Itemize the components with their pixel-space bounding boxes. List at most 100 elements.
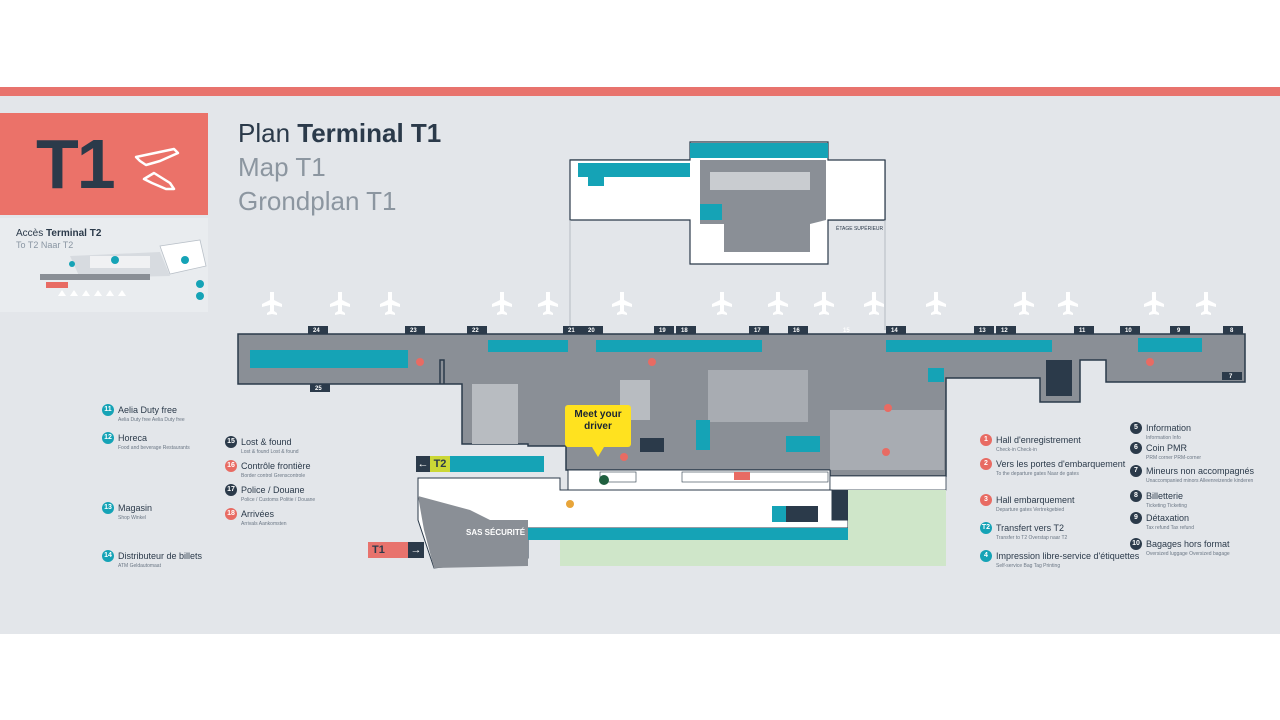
legend-number: 17 [225,484,237,496]
legend-sublabel: Shop Winkel [118,515,147,521]
legend-number: 8 [1130,490,1142,502]
legend-sublabel: Departure gates Vertrekgebied [996,507,1065,513]
t2-access-inset: Accès Terminal T2 To T2 Naar T2 [0,218,208,312]
etage-superieur-label: ÉTAGE SUPÉRIEUR [836,225,884,232]
legend-label: Impression libre-service d'étiquettes [996,551,1140,561]
legend-number: 5 [1130,422,1142,434]
t2-sign-label: T2 [430,456,450,472]
legend-label: Aelia Duty free [118,405,178,415]
terminal-badge: T1 [0,113,208,215]
legend-label: Billetterie [1146,491,1184,501]
legend-label: Distributeur de billets [118,551,203,561]
legend-label: Magasin [118,503,153,513]
shop-logo-icon [566,500,574,508]
legend-sublabel: Lost & found Lost & found [241,449,299,455]
legend-label: Contrôle frontière [241,461,311,471]
gate-label: 21 [568,328,575,334]
meet-your-driver-callout: Meet your driver [565,405,631,447]
meet-callout-line2: driver [584,421,612,432]
departure-plane-icon [134,147,180,191]
legend-number: 12 [102,432,114,444]
gate-label: 7 [1229,374,1233,380]
legend-number: 4 [980,550,992,562]
legend-number: 9 [1130,512,1142,524]
gate-label: 12 [1001,328,1008,334]
legend-label: Mineurs non accompagnés [1146,466,1255,476]
legend-number: 6 [1130,442,1142,454]
title-prefix: Plan [238,118,298,148]
legend-number: 11 [102,404,114,416]
legend-number: 7 [1130,465,1142,477]
transport-icons-strip [450,456,544,472]
gate-label: 19 [659,328,666,334]
gate-numbers: 24 23 22 21 20 19 18 17 16 15 14 13 12 1… [313,328,1234,392]
security-label: SAS SÉCURITÉ [466,528,526,537]
legend-label: Bagages hors format [1146,539,1230,549]
arrow-right-icon: → [408,542,424,558]
legend-number: T2 [980,522,992,534]
cafe-logo-icon [599,475,609,485]
legend-number: 13 [102,502,114,514]
gate-label: 9 [1177,328,1181,334]
map-title: Plan Terminal T1 Map T1 Grondplan T1 [238,120,441,214]
legend-number: 3 [980,494,992,506]
legend-sublabel: Food and beverage Restaurants [118,445,190,451]
legend-sublabel: Arrivals Aankomsten [241,521,287,527]
legend-label: Horeca [118,433,148,443]
legend-sublabel: Tax refund Tax refund [1146,525,1194,531]
legend-label: Information [1146,423,1192,433]
legend-number: 15 [225,436,237,448]
legend-label: Coin PMR [1146,443,1188,453]
gate-label: 10 [1125,328,1132,334]
gate-label: 18 [681,328,688,334]
gate-label: 25 [315,386,322,392]
t2-access-mini-map [40,239,207,300]
gate-label: 15 [843,328,850,334]
legend-number: 1 [980,434,992,446]
aircraft-row [262,292,1216,315]
legend-number: 18 [225,508,237,520]
legend-sublabel: To the departure gates Naar de gates [996,471,1079,477]
legend-label: Police / Douane [241,485,305,495]
legend-number: 16 [225,460,237,472]
legend-label: Détaxation [1146,513,1190,523]
main-pier [237,333,1246,477]
legend-sublabel: Unaccompanied minors Alleenreizende kind… [1146,478,1254,484]
legend-label: Hall d'enregistrement [996,435,1081,445]
gate-label: 16 [793,328,800,334]
legend-label: Vers les portes d'embarquement [996,459,1126,469]
meet-callout-pointer [592,447,604,457]
t1-sign-label: T1 [372,544,385,556]
t2-access-subtitle: To T2 Naar T2 [16,240,74,250]
legend-sublabel: Oversized luggage Oversized bagage [1146,551,1230,557]
legend-number: 10 [1130,538,1142,550]
t1-direction-sign: T1 → [368,542,424,558]
gate-label: 22 [472,328,479,334]
legend-sublabel: Self-service Bag Tag Printing [996,563,1061,569]
arrow-left-icon: ← [416,456,430,472]
meet-callout-line1: Meet your [574,409,622,420]
title-english: Map T1 [238,152,326,182]
gate-label: 17 [754,328,761,334]
title-strong: Terminal T1 [297,118,442,148]
legend-sublabel: Ticketing Ticketing [1146,503,1187,509]
gate-label: 24 [313,328,320,334]
legend-sublabel: Check-in Check-in [996,447,1037,453]
gate-label: 11 [1079,328,1086,334]
legend-sublabel: Aelia Duty free Aelia Duty free [118,417,185,423]
